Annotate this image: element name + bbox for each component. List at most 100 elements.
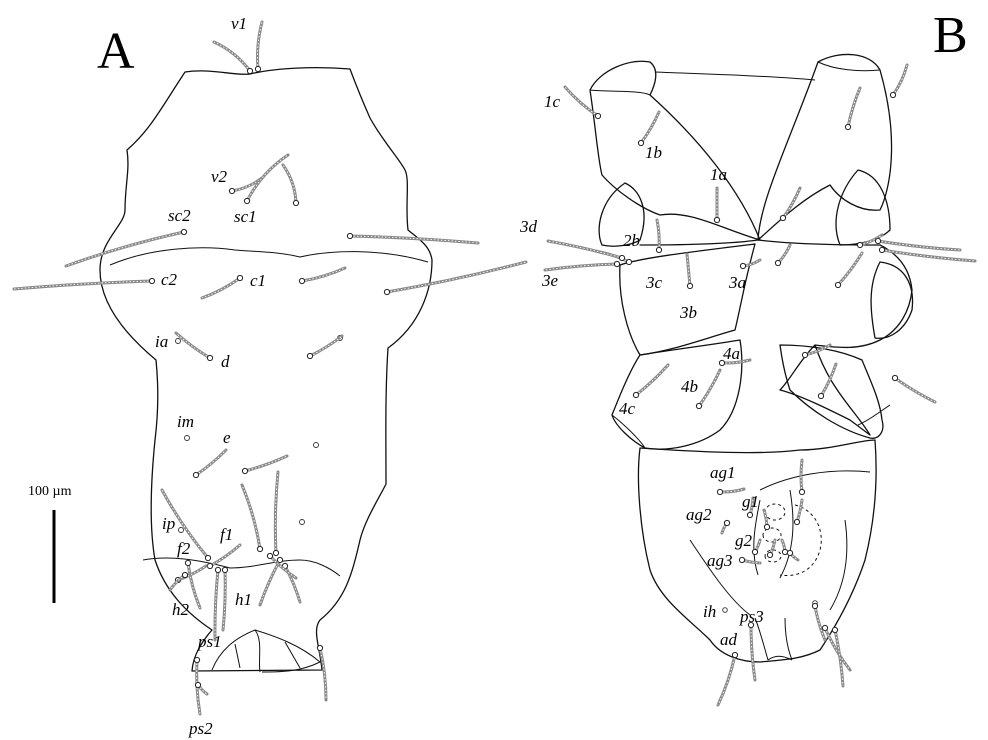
seta-f1-right [273, 470, 280, 555]
seta-h1-left [258, 558, 282, 607]
seta-ad-b-texture [834, 629, 844, 687]
seta-c1-right [300, 266, 347, 283]
pore-im-right [313, 442, 319, 448]
label-ag3: ag3 [707, 551, 733, 570]
label-c1: c1 [250, 271, 266, 290]
seta-sc2-right [348, 234, 480, 245]
genital-papilla-2 [762, 527, 782, 543]
seta-sc1-left-texture [246, 154, 289, 202]
alveolus-g1-c [793, 518, 801, 526]
alveolus-3d-right [874, 237, 882, 245]
alveolus-4b-left [695, 402, 703, 410]
seta-4c-right-texture [894, 377, 936, 403]
label-ih: ih [703, 602, 716, 621]
seta-h1-right-texture [284, 565, 301, 603]
genital-plate-side [689, 539, 751, 616]
alveolus-g1-b [763, 523, 771, 531]
alveolus-e-left [192, 471, 200, 479]
seta-v1-left-texture [213, 41, 251, 72]
dorsal-sejugal-line [109, 247, 429, 266]
label-4b: 4b [681, 377, 698, 396]
ventral-labels: 1c 1b 1a 2b 3d 3e 3c 3b 3a 4a 4b 4c ag1 … [519, 92, 764, 649]
alveolus-1a-right [779, 214, 787, 222]
alveolus-g2-c [781, 548, 789, 556]
alveolus-ag3-a [738, 556, 746, 564]
alveolus-3c-right [834, 281, 842, 289]
alveolus-v1-left [246, 67, 254, 75]
alveolus-v1-right [254, 65, 262, 73]
seta-ps3-right [813, 604, 827, 642]
alveolus-ag1 [716, 488, 724, 496]
alveolus-e-right [241, 467, 249, 475]
label-3d: 3d [519, 217, 538, 236]
alveolus-c2-right [383, 288, 391, 296]
seta-ps3-left [749, 623, 757, 682]
seta-2b-right-texture [859, 234, 883, 246]
seta-g1-c-texture [796, 499, 803, 523]
seta-ad-left [716, 653, 737, 707]
seta-h2-left-texture [187, 562, 201, 609]
alveolus-2b-right [856, 241, 864, 249]
alveolus-c1-left [236, 274, 244, 282]
label-h2: h2 [172, 600, 190, 619]
ventral-setae [543, 63, 977, 707]
alveolus-ad-b [831, 626, 839, 634]
seta-e-left-texture [195, 449, 227, 476]
alveolus-4b-right [817, 392, 825, 400]
alveolus-h2-b [181, 571, 189, 579]
label-c2: c2 [161, 270, 178, 289]
seta-top-g-texture [800, 459, 803, 493]
alveolus-ag3-b [786, 549, 794, 557]
alveolus-c2-left [148, 277, 156, 285]
seta-h2-b-texture [169, 574, 186, 591]
label-1a: 1a [710, 165, 727, 184]
label-4c: 4c [619, 399, 636, 418]
pore-ip-right [299, 519, 305, 525]
seta-d-right [308, 334, 344, 358]
seta-v1-right [256, 20, 264, 71]
alveolus-1b-right [844, 123, 852, 131]
label-im: im [177, 412, 194, 431]
anal-valves [754, 617, 793, 661]
genital-plate-right [829, 519, 848, 611]
alveolus-d-right [306, 352, 314, 360]
seta-3e-right-texture [881, 249, 976, 262]
seta-4a-right-texture [804, 344, 831, 356]
label-ag2: ag2 [686, 505, 712, 524]
coxa-1-left-rim [589, 89, 651, 96]
label-3e: 3e [541, 271, 559, 290]
panel-letter-a: A [97, 23, 135, 80]
alveolus-h1-left [276, 556, 284, 564]
label-f2: f2 [177, 539, 191, 558]
alveolus-h1-a [266, 552, 274, 560]
alveolus-sc2-right [346, 232, 354, 240]
label-4a: 4a [723, 344, 740, 363]
seta-c2-left-texture [13, 280, 153, 290]
label-f1: f1 [220, 525, 233, 544]
label-ag1: ag1 [710, 463, 736, 482]
label-e: e [223, 428, 231, 447]
scale-bar-label: 100 µm [28, 484, 72, 499]
seta-4b-right [819, 362, 838, 398]
seta-3b-left-texture [686, 253, 691, 287]
seta-1b-left-texture [640, 111, 660, 144]
genital-papilla-3 [764, 549, 782, 563]
alveolus-ps2-left [193, 656, 201, 664]
alveolus-f2-left [204, 554, 212, 562]
alveolus-v2-left [228, 187, 236, 195]
alveolus-ad-left [731, 651, 739, 659]
label-ip: ip [162, 514, 175, 533]
seta-4c-right [893, 376, 937, 404]
seta-ad-left-texture [717, 654, 736, 706]
seta-f1-right-texture [274, 471, 279, 554]
seta-1a-right-texture [782, 187, 801, 219]
seta-f1-left-texture [241, 484, 261, 550]
dorsal-view [99, 66, 433, 673]
seta-ps2-right [318, 646, 328, 702]
seta-3c-left-texture [656, 219, 660, 251]
alveolus-sc1-left [243, 197, 251, 205]
seta-e-left [194, 448, 228, 477]
dorsal-setae [12, 20, 528, 716]
anal-valve-mid [234, 641, 301, 669]
